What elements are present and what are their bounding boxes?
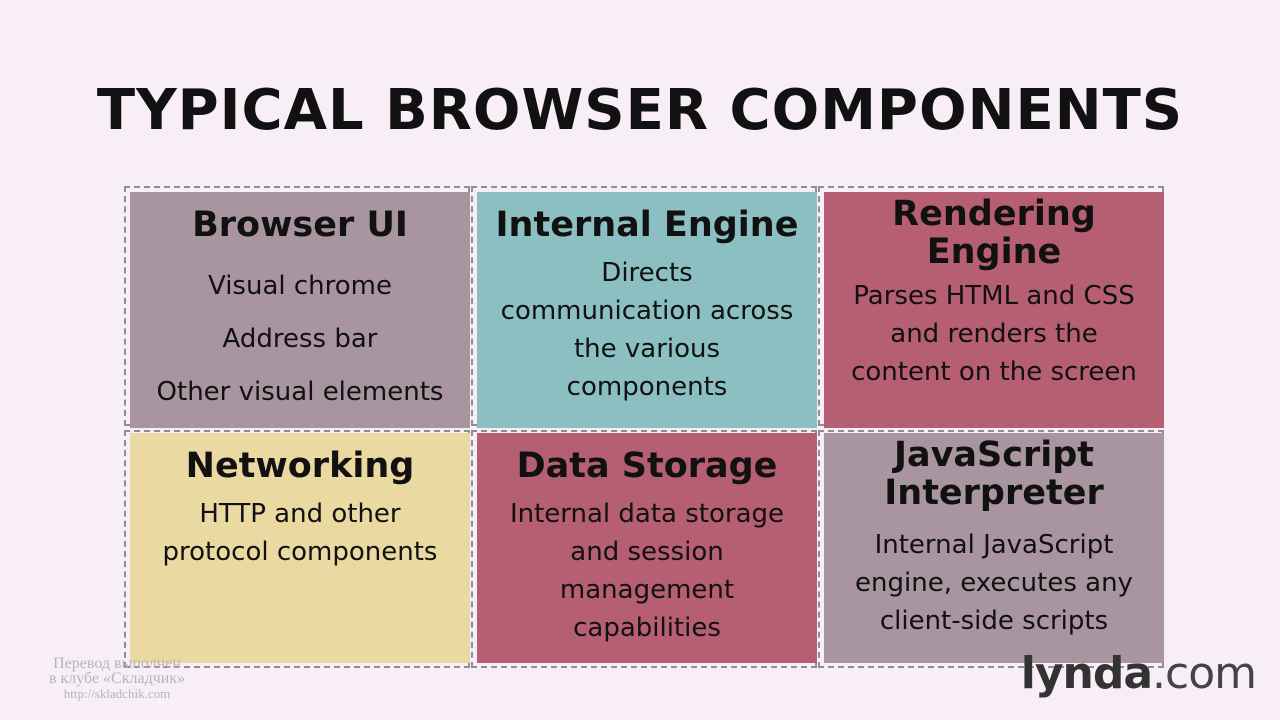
logo-brand: lynda: [1020, 648, 1153, 699]
watermark-line: в клубе «Складчик»: [48, 670, 186, 687]
card-body: Visual chrome Address bar Other visual e…: [130, 260, 470, 419]
card-title: Browser UI: [192, 205, 408, 245]
logo-dot: .: [1152, 648, 1166, 699]
card-line: capabilities: [573, 613, 721, 643]
card-internal-engine: Internal Engine Directs communication ac…: [477, 192, 817, 428]
card-line: communication across: [500, 296, 794, 326]
card-line: Parses HTML and CSS: [853, 281, 1135, 311]
card-body: Directs communication across the various…: [477, 254, 817, 406]
card-line: HTTP and other: [199, 499, 401, 529]
page-title: TYPICAL BROWSER COMPONENTS: [96, 78, 1184, 143]
card-line: Other visual elements: [156, 377, 444, 407]
card-line: Internal data storage: [509, 499, 785, 529]
card-networking: Networking HTTP and other protocol compo…: [130, 433, 470, 663]
card-data-storage: Data Storage Internal data storage and s…: [477, 433, 817, 663]
card-title: Internal Engine: [495, 205, 799, 245]
card-line: Internal JavaScript: [874, 530, 1114, 560]
card-body: Internal JavaScript engine, executes any…: [824, 526, 1164, 640]
components-grid: Browser UI Visual chrome Address bar Oth…: [124, 186, 1164, 668]
card-line: and session: [570, 537, 724, 567]
card-title: Engine: [926, 232, 1062, 272]
watermark-line: Перевод выполнен: [53, 655, 181, 672]
card-line: protocol components: [162, 537, 438, 567]
watermark: Перевод выполнен в клубе «Складчик» http…: [28, 655, 206, 702]
card-title: Networking: [185, 446, 415, 486]
card-line: components: [566, 372, 728, 402]
card-title: Data Storage: [516, 446, 778, 486]
card-title: JavaScript: [893, 435, 1095, 475]
card-rendering-engine: Rendering Engine Parses HTML and CSS and…: [824, 192, 1164, 428]
card-line: the various: [573, 334, 721, 364]
lynda-logo: lynda.com: [1020, 648, 1257, 699]
card-body: HTTP and other protocol components: [130, 495, 470, 571]
card-line: Address bar: [222, 324, 378, 354]
logo-suffix: com: [1165, 648, 1257, 699]
card-body: Parses HTML and CSS and renders the cont…: [824, 277, 1164, 391]
card-line: Directs: [601, 258, 693, 288]
card-browser-ui: Browser UI Visual chrome Address bar Oth…: [130, 192, 470, 428]
card-line: Visual chrome: [207, 271, 392, 301]
card-javascript-interpreter: JavaScript Interpreter Internal JavaScri…: [824, 433, 1164, 663]
card-line: content on the screen: [851, 357, 1137, 387]
card-line: client-side scripts: [879, 606, 1109, 636]
card-title-block: JavaScript Interpreter: [824, 433, 1164, 512]
card-line: management: [559, 575, 735, 605]
card-line: and renders the: [890, 319, 1098, 349]
card-title-block: Rendering Engine: [824, 192, 1164, 271]
card-line: engine, executes any: [855, 568, 1133, 598]
watermark-url: http://skladchik.com: [63, 686, 171, 701]
card-title: Interpreter: [884, 473, 1104, 513]
card-title: Rendering: [892, 194, 1096, 234]
card-body: Internal data storage and session manage…: [477, 495, 817, 647]
